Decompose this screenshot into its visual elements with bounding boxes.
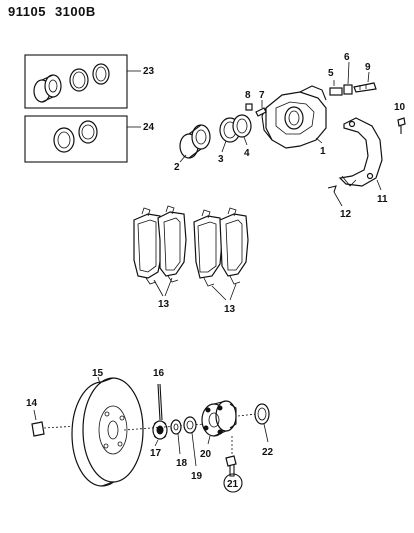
callout-5: 5 [328,68,334,79]
caliper-housing-1: 1 [261,85,327,157]
callout-12: 12 [340,209,352,220]
callout-13-left: 13 [158,299,170,310]
cotter-pin-16: 16 [153,368,165,421]
hub-bolt-21: 21 [223,436,243,493]
guide-pin-9: 9 [353,62,377,93]
callout-8: 8 [245,90,251,101]
grease-seal-22: 22 [254,403,274,458]
bleeder-cap-8: 8 [245,90,253,111]
callout-15: 15 [92,368,104,379]
nut-lock-17: 17 [150,420,168,459]
callout-7: 7 [259,90,265,101]
anti-rattle-clip-12: 12 [327,185,352,220]
kit-23-seal [69,68,89,92]
callout-20: 20 [200,449,212,460]
boot-4: 4 [232,114,252,159]
kit-24-ring-b [78,120,98,144]
callout-13-right: 13 [224,304,236,315]
callout-6: 6 [344,52,350,63]
callout-9: 9 [365,62,371,73]
mounting-bolt-10: 10 [394,102,406,134]
callout-1: 1 [320,146,326,157]
callout-18: 18 [176,458,188,469]
callout-10: 10 [394,102,406,113]
callout-3: 3 [218,154,224,165]
brake-rotor-15: 15 [71,368,144,487]
callout-11: 11 [377,194,388,205]
callout-4: 4 [244,148,250,159]
callout-2: 2 [174,162,180,173]
bushing-5: 5 [328,68,343,96]
kit-box-23: 23 [24,54,155,109]
callout-23: 23 [143,66,155,77]
brake-pads-left: 13 [133,205,187,310]
adapter-bracket-11: 11 [338,117,388,205]
callout-19: 19 [191,471,203,482]
callout-22: 22 [262,447,274,458]
diagram-header: 91105 3100B [8,4,105,19]
brake-pads-right: 13 [193,207,249,315]
kit-box-24: 24 [24,115,155,163]
callout-17: 17 [150,448,162,459]
washer-19: 19 [183,416,203,482]
diagram-code-left: 91105 [8,4,46,19]
callout-21: 21 [227,479,239,490]
kit-24-ring-a [53,127,75,153]
lug-nut-14: 14 [26,398,79,437]
callout-14: 14 [26,398,38,409]
hub-bearing-20: 20 [200,400,237,460]
boot-6: 6 [343,52,353,95]
callout-16: 16 [153,368,165,379]
piston-2: 2 [174,124,211,173]
diagram-code-right: 3100B [54,4,96,19]
callout-24: 24 [143,122,155,133]
kit-23-ring [92,63,110,85]
bleeder-screw-7: 7 [255,90,267,117]
hub-nut-18: 18 [170,419,188,469]
kit-23-piston [33,74,62,103]
